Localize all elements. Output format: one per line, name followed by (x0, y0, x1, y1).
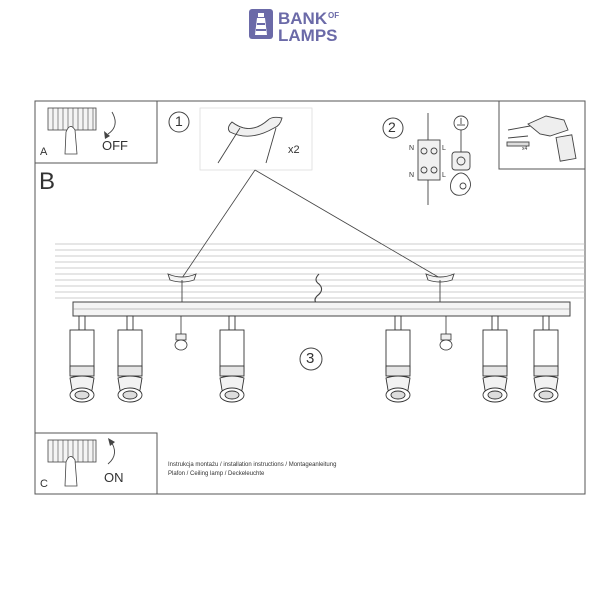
spotlights-group (69, 315, 559, 403)
spotlight-3 (219, 315, 245, 403)
footer-line-1: Instrukcja montażu / installation instru… (168, 462, 337, 468)
power-cable (314, 273, 323, 305)
terminal-block-icon (417, 113, 441, 205)
brand-logo: BANK OF LAMPS (248, 8, 358, 45)
mounting-bracket-icon (217, 116, 283, 164)
panel-a-action: OFF (102, 138, 128, 153)
step-1-multiplier: x2 (288, 144, 300, 156)
brand-word-lamps: LAMPS (278, 26, 338, 45)
ceiling-bracket-right (425, 273, 455, 302)
step-1-box (199, 107, 313, 171)
pendant-bulb-2 (439, 316, 453, 351)
spotlight-4 (385, 315, 411, 403)
panel-c-letter: C (40, 478, 48, 490)
spotlight-1 (69, 315, 95, 403)
panel-a-box (34, 100, 158, 164)
ceiling-bracket-left (167, 273, 197, 302)
breaker-off-icon (47, 107, 116, 155)
footer-line-2: Plafon / Ceiling lamp / Deckeleuchte (168, 471, 265, 477)
panel-c-action: ON (104, 470, 124, 485)
spotlight-2 (117, 315, 143, 403)
terminal-label-l1: L (442, 145, 446, 152)
drill-multiplier: x4 (522, 146, 528, 152)
breaker-on-icon (47, 438, 115, 487)
spotlight-5 (482, 315, 508, 403)
ground-terminal-icon (450, 115, 471, 196)
spotlight-6 (533, 315, 559, 403)
drill-icon (506, 115, 577, 162)
panel-c-box (34, 432, 158, 495)
terminal-label-l2: L (442, 172, 446, 179)
panel-b-letter: B (39, 168, 56, 195)
step-3-label: 3 (306, 350, 315, 367)
terminal-label-n1: N (409, 145, 415, 152)
brand-word-of: OF (328, 11, 340, 20)
pendant-bulb-1 (174, 316, 188, 351)
callout-lines (181, 169, 441, 279)
diagram-frame (34, 100, 586, 495)
drill-box (498, 100, 586, 170)
terminal-label-n2: N (409, 172, 415, 179)
lighthouse-icon (249, 9, 273, 39)
brand-word-bank: BANK (278, 9, 328, 28)
step-1-label: 1 (175, 113, 183, 129)
ceiling-lines (55, 243, 585, 299)
panel-a-letter: A (40, 146, 48, 158)
step-2-circle (382, 117, 404, 139)
step-3-circle (299, 347, 323, 371)
step-2-label: 2 (388, 119, 396, 135)
step-1-circle (168, 111, 190, 133)
